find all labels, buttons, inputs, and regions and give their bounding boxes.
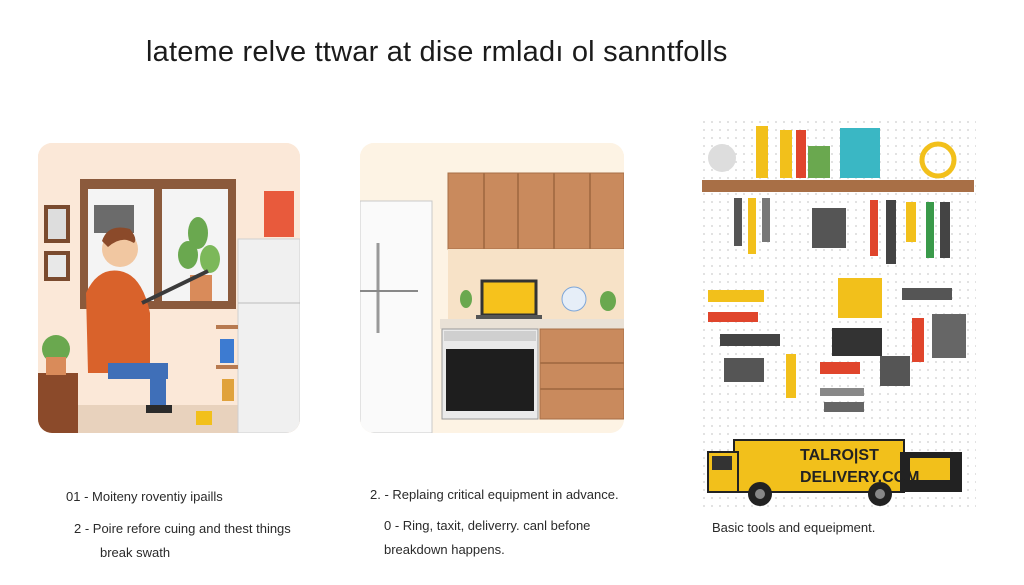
caption-1-line-2: 2 - Poire refore cuing and thest things xyxy=(74,521,291,536)
truck-label-top: TALRO|ST xyxy=(800,447,879,464)
illustration-tools: TALRO|ST DELIVERY.COM xyxy=(700,118,976,508)
delivery-truck: TALRO|ST DELIVERY.COM xyxy=(707,439,962,506)
caption-2-line-1: 2. - Replaing critical equipment in adva… xyxy=(370,487,619,502)
illustration-person-room xyxy=(38,143,300,433)
caption-3: Basic tools and equeipment. xyxy=(712,520,876,535)
caption-2-line-2: 0 - Ring, taxit, deliverry. canl befone xyxy=(384,518,591,533)
caption-1-line-3: break swath xyxy=(100,545,171,560)
room-scene xyxy=(38,143,300,433)
illustration-kitchen xyxy=(360,143,624,433)
tools-scene: TALRO|ST DELIVERY.COM xyxy=(700,118,976,508)
page-title: lateme relve ttwar at dise rmladı ol san… xyxy=(146,36,728,68)
caption-2-line-3: breakdown happens. xyxy=(384,542,505,557)
kitchen-scene xyxy=(360,143,624,433)
truck-label-bottom: DELIVERY.COM xyxy=(800,469,919,486)
caption-1-line-1: 01 - Moiteny roventiy ipaills xyxy=(66,489,223,504)
